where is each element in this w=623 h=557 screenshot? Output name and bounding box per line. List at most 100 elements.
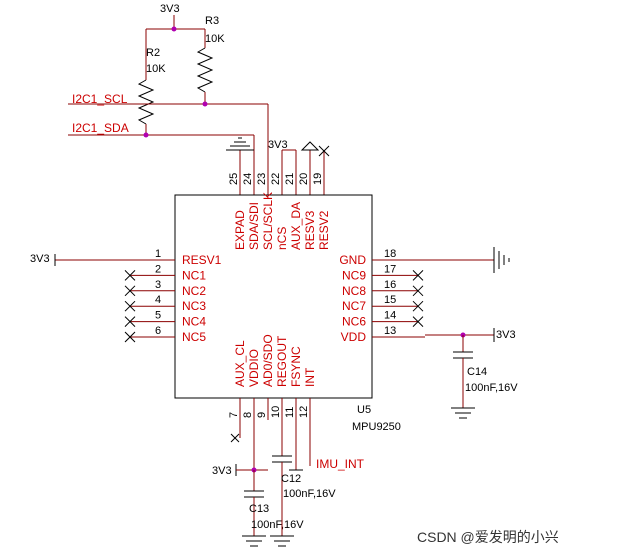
gnd-symbol-right (425, 247, 510, 273)
pin-number: 24 (242, 173, 254, 185)
c13-value: 100nF,16V (251, 519, 304, 531)
no-connect-icon (124, 285, 136, 297)
pin-name: nCS (275, 227, 289, 250)
no-connect-icon (412, 316, 424, 327)
top-pins: 3V3 (226, 137, 330, 195)
pin-name: VDD (341, 330, 367, 344)
net-label-scl: I2C1_SCL (72, 92, 128, 106)
left-pins: 1 RESV1 2 NC1 3 NC2 4 NC3 5 NC4 6 NC5 (55, 248, 222, 344)
pin-number: 25 (228, 173, 240, 185)
pin-number: 7 (228, 412, 240, 418)
pin-number: 12 (298, 406, 310, 418)
pin-number: 16 (384, 279, 396, 291)
net-label-int: IMU_INT (316, 457, 365, 471)
no-connect-icon (412, 285, 424, 297)
no-connect-icon (412, 300, 424, 312)
pin-number: 9 (256, 412, 268, 418)
pin-number: 18 (384, 248, 396, 260)
bottom-pins: 7 AUX_CL 8 VDDIO 9 AD0/SDO 10 REGOUT 11 FSYNC 12 IN… (228, 334, 317, 470)
c12-value: 100nF,16V (283, 488, 336, 500)
pin-number: 19 (312, 173, 324, 185)
pin-name: AUX_CL (233, 340, 247, 387)
resistor-r2 (137, 79, 155, 125)
supply-label-left: 3V3 (30, 253, 50, 265)
pin-name: GND (339, 253, 366, 267)
r2-value: 10K (146, 63, 166, 75)
pin-number: 11 (284, 407, 296, 418)
pin-name: RESV2 (317, 210, 331, 250)
no-connect-icon (124, 300, 136, 312)
pin-number: 21 (284, 173, 296, 185)
no-connect-icon (124, 316, 136, 327)
ground-symbol-expad (226, 137, 254, 151)
bottom-network: 3V3 C13 100nF,16V C12 100nF,16V IMU_INT (212, 420, 365, 547)
pin-number: 2 (155, 263, 161, 275)
pin-name: SCL/SCLK (261, 192, 275, 250)
r3-ref: R3 (205, 15, 219, 27)
pin-name: RESV3 (303, 210, 317, 250)
pin-number: 6 (155, 325, 161, 337)
c14-value: 100nF,16V (465, 382, 518, 394)
pin-name: VDDIO (247, 349, 261, 387)
pin-name: NC2 (182, 284, 206, 298)
right-pins: 18 GND 17 NC9 16 NC8 15 NC7 14 NC6 13 VDD (339, 248, 425, 344)
pin-name: AD0/SDO (261, 334, 275, 387)
pin-number: 15 (384, 294, 396, 306)
watermark: CSDN @爱发明的小兴 (417, 529, 559, 545)
pin-name: NC8 (342, 284, 366, 298)
pin-number: 10 (270, 406, 282, 418)
pin-number: 22 (270, 173, 282, 185)
pin-number: 1 (155, 248, 161, 260)
i2c-nets: I2C1_SCL I2C1_SDA (68, 92, 269, 195)
chip-ref: U5 (357, 404, 371, 416)
resistor-r3 (196, 47, 214, 93)
no-connect-icon (412, 270, 424, 281)
pin-name: SDA/SDI (247, 202, 261, 250)
pin-number: 3 (155, 279, 161, 291)
r2-ref: R2 (146, 47, 160, 59)
vdd-decoupling: 3V3 C14 100nF,16V (425, 328, 518, 419)
pin-name: EXPAD (233, 210, 247, 250)
c14-ref: C14 (467, 366, 487, 378)
pin-name: RESV1 (182, 253, 222, 267)
r3-value: 10K (205, 33, 225, 45)
pin-number: 17 (384, 263, 396, 275)
pin-name: NC5 (182, 330, 206, 344)
pin-name: NC3 (182, 299, 206, 313)
c12-ref: C12 (281, 473, 301, 485)
no-connect-icon (124, 331, 136, 343)
pin-number: 13 (384, 325, 396, 337)
net-label-sda: I2C1_SDA (72, 121, 129, 135)
ground-triangle-icon (300, 141, 320, 151)
pin-name: FSYNC (289, 346, 303, 387)
pullup-network: 3V3 R2 10K R3 10K (137, 3, 225, 135)
pin-number: 23 (256, 173, 268, 185)
pin-name: NC6 (342, 315, 366, 329)
pin-name: REGOUT (275, 335, 289, 387)
supply-label-top: 3V3 (160, 3, 180, 15)
resv1-supply: 3V3 (30, 253, 56, 266)
pin-number: 5 (155, 310, 161, 322)
pin-name: NC7 (342, 299, 366, 313)
pin-number: 4 (155, 294, 161, 306)
supply-label-vdd: 3V3 (496, 329, 516, 341)
pin-name: INT (303, 367, 317, 387)
pin-number: 8 (242, 412, 254, 418)
chip-body (174, 194, 373, 399)
junction-dot (143, 132, 149, 138)
pin-name: NC9 (342, 268, 366, 282)
supply-label-ncs: 3V3 (268, 139, 288, 151)
pin-number: 20 (298, 173, 310, 185)
chip-part: MPU9250 (352, 421, 401, 433)
pin-name: NC1 (182, 268, 206, 282)
pin-name: AUX_DA (289, 202, 303, 250)
junction-dot (202, 101, 208, 107)
pin-name: NC4 (182, 315, 206, 329)
no-connect-icon (124, 270, 136, 281)
c13-ref: C13 (249, 503, 269, 515)
pin-number: 14 (384, 310, 396, 322)
supply-label-bottom: 3V3 (212, 465, 232, 477)
junction-dot (171, 26, 177, 32)
